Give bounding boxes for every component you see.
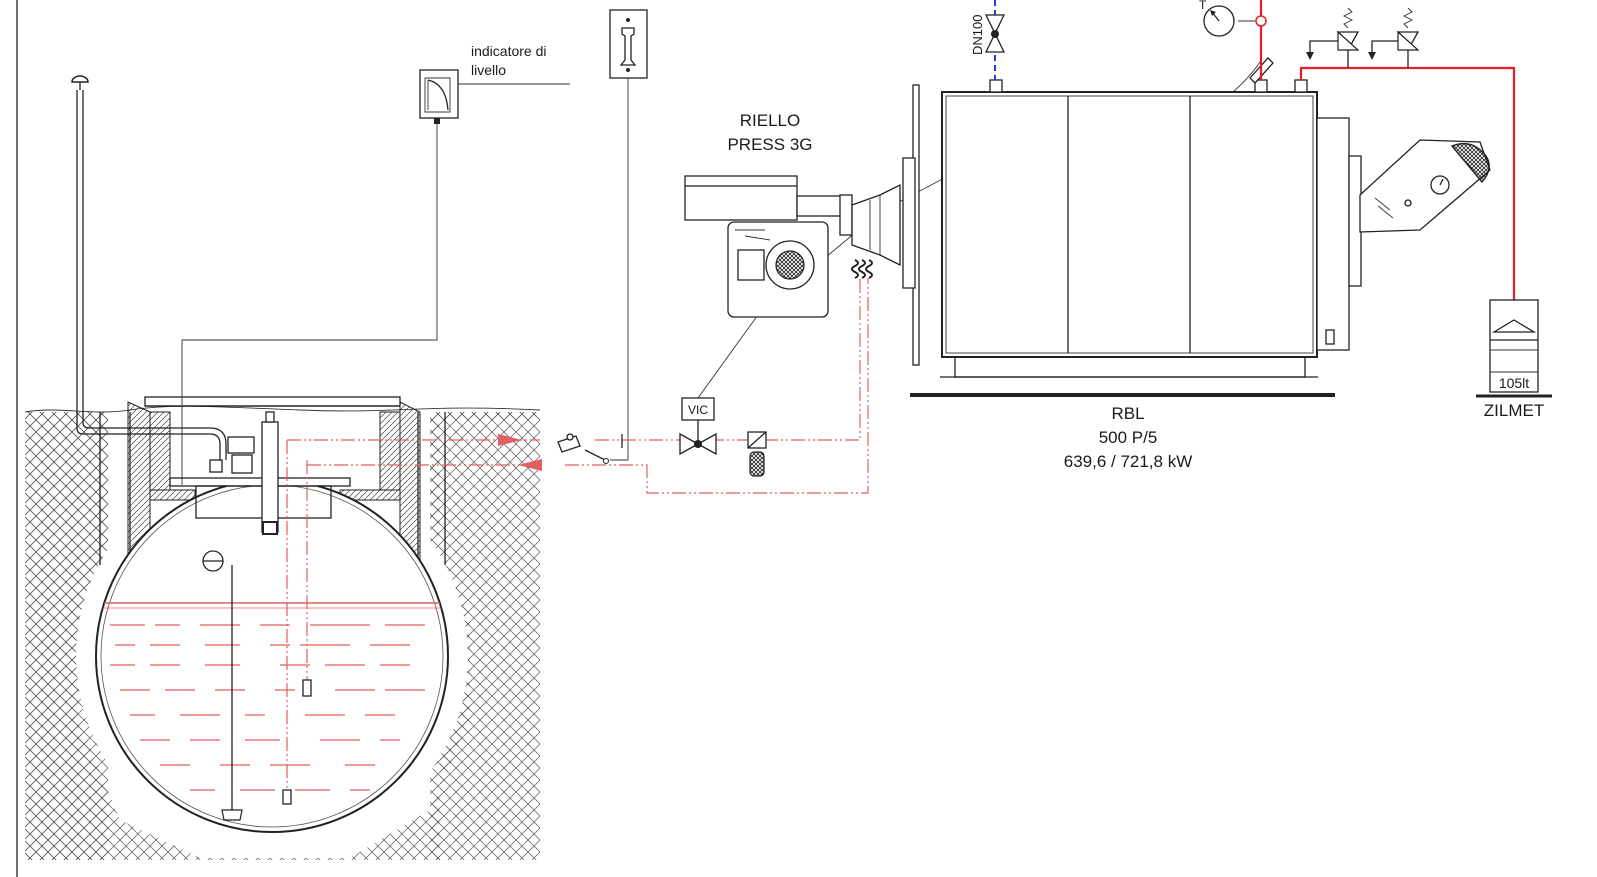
safety-valve-icon — [1306, 7, 1360, 68]
expansion-vessel-zilmet: 105lt ZILMET — [1476, 299, 1552, 420]
manhole-cover — [144, 396, 401, 407]
expansion-brand-label: ZILMET — [1484, 401, 1544, 420]
valve-dn100: DN100 — [970, 0, 1006, 80]
level-gauge: indicatore di livello — [181, 43, 570, 485]
safety-valves — [1306, 7, 1420, 68]
vent-pipe — [71, 75, 227, 460]
vic-valve-label: VIC — [688, 403, 708, 417]
burner-riello-press-3g: RIELLO PRESS 3G — [684, 111, 901, 318]
fuel-liquid — [96, 602, 448, 791]
boiler-model-label: RBL — [1111, 404, 1144, 423]
level-gauge-icon — [419, 69, 459, 119]
flow-arrow-icon — [518, 459, 542, 471]
boiler-power-label: 639,6 / 721,8 kW — [1064, 452, 1193, 471]
filter-icon — [747, 431, 767, 477]
solenoid-valve-icon — [227, 436, 255, 454]
check-valve-icon — [557, 433, 623, 464]
expansion-volume-label: 105lt — [1499, 375, 1529, 391]
vent-cap-icon — [71, 75, 89, 83]
fill-point — [609, 9, 648, 461]
burner-label-2: PRESS 3G — [727, 135, 812, 154]
fill-fitting — [261, 421, 279, 533]
burner-label-1: RIELLO — [740, 111, 800, 130]
safety-valve-icon — [1368, 7, 1420, 68]
underground-tank — [24, 396, 541, 860]
level-indicator-label-2: livello — [471, 62, 506, 78]
flow-arrow-icon — [498, 434, 522, 446]
boiler-rbl: RBL 500 P/5 639,6 / 721,8 kW — [902, 57, 1491, 471]
flue-chimney — [1359, 139, 1491, 233]
level-indicator-label-1: indicatore di — [471, 43, 547, 59]
valve-dn-label: DN100 — [970, 15, 985, 55]
thermometer-icon: T — [1199, 0, 1235, 37]
boiler-body — [941, 91, 1318, 358]
boiler-size-label: 500 P/5 — [1099, 428, 1158, 447]
thermometer-label: T — [1199, 0, 1207, 12]
